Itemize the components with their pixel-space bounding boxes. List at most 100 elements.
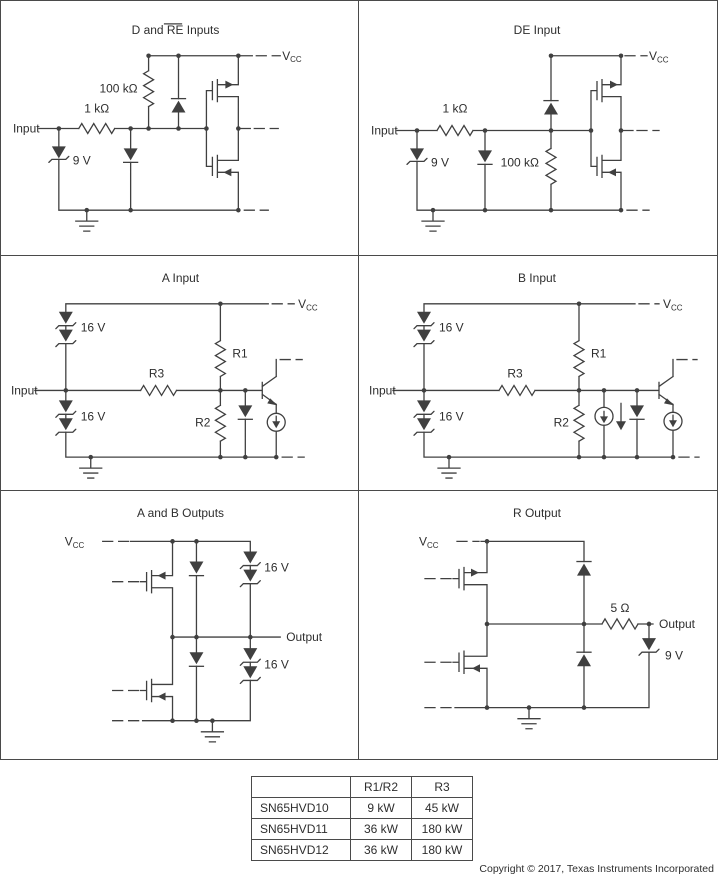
- esd-diode-icon: [170, 97, 187, 113]
- zener-pair-top-icon: [55, 311, 77, 348]
- vcc-label: VCC: [419, 534, 439, 550]
- series-resistor-label: 1 kΩ: [443, 102, 468, 116]
- r3-value: 180 kW: [411, 818, 473, 840]
- schematic-b-input: B Input: [369, 271, 700, 479]
- r2-label: R2: [195, 415, 211, 429]
- zener-diode-icon: [406, 148, 428, 166]
- npn-transistor-icon: [664, 398, 674, 406]
- panel-r-output: R Output VCC 5 Ω Output: [359, 491, 717, 759]
- r3-label: R3: [507, 367, 523, 381]
- r3-label: R3: [149, 366, 165, 380]
- table-row: SN65HVD10 9 kW 45 kW: [251, 797, 473, 819]
- zener-top-label: 16 V: [439, 321, 464, 335]
- zener-label: 9 V: [665, 648, 683, 662]
- output-label: Output: [286, 630, 323, 644]
- schematic-grid: D and RE Inputs VCC Input: [0, 0, 718, 760]
- mosfet-arrow-icons: [608, 80, 618, 177]
- schematic-r-output: R Output VCC 5 Ω Output: [419, 506, 696, 730]
- emitter-arrow-icon: [267, 398, 278, 406]
- vcc-label: VCC: [282, 49, 302, 64]
- title-part2-re: RE: [167, 23, 184, 37]
- vcc-label: VCC: [663, 297, 683, 312]
- mosfet-arrow-icons: [471, 568, 480, 673]
- panel-a-b-outputs: A and B Outputs: [1, 491, 359, 759]
- vcc-label: VCC: [65, 534, 85, 550]
- panel-title: B Input: [518, 271, 557, 285]
- pmos-arrow-icon: [157, 571, 166, 580]
- series-resistor-label: 1 kΩ: [84, 102, 109, 116]
- circuit-wires: [424, 540, 654, 730]
- nmos-arrow-icon: [223, 168, 232, 177]
- diode-icon: [629, 405, 645, 420]
- panel-d-re-inputs: D and RE Inputs VCC Input: [1, 1, 359, 256]
- emitter-arrow-icon: [664, 398, 674, 406]
- pulldown-resistor-label: 100 kΩ: [501, 155, 539, 169]
- part-value-table: R1/R2 R3 SN65HVD10 9 kW 45 kW SN65HVD11 …: [251, 776, 473, 861]
- zener-diode-icon: [638, 638, 660, 656]
- current-source-icon: [266, 412, 286, 432]
- table-row: SN65HVD11 36 kW 180 kW: [251, 818, 473, 840]
- mosfet-arrow-icons: [157, 571, 166, 701]
- panel-title: D and RE Inputs: [132, 23, 220, 37]
- vcc-label: VCC: [298, 297, 318, 312]
- circuit-wires: [102, 540, 281, 743]
- diode-bottom-icon: [576, 651, 592, 667]
- panel-title: A Input: [162, 271, 200, 285]
- input-label: Input: [371, 123, 398, 137]
- output-label: Output: [659, 617, 696, 631]
- vcc-sub: CC: [657, 55, 669, 64]
- r1-label: R1: [232, 347, 248, 361]
- part-number: SN65HVD11: [251, 818, 351, 840]
- r1r2-value: 9 kW: [350, 797, 412, 819]
- vcc-v: V: [282, 49, 290, 63]
- diode-icon: [123, 148, 139, 164]
- r3-value: 45 kW: [411, 797, 473, 819]
- zener-label: 9 V: [431, 155, 449, 169]
- r2-label: R2: [554, 415, 570, 429]
- zener-bottom-label: 16 V: [264, 657, 289, 671]
- junction-dots: [170, 539, 253, 724]
- vcc-sub: CC: [290, 55, 302, 64]
- table-header-r3: R3: [411, 776, 473, 798]
- diode-icon: [477, 150, 493, 166]
- body-diode-top-icon: [188, 561, 205, 577]
- r1r2-value: 36 kW: [350, 839, 412, 861]
- r1-label: R1: [591, 347, 607, 361]
- npn-transistor-icon: [267, 398, 278, 406]
- mosfet-arrow-icons: [223, 80, 234, 177]
- panel-b-input: B Input: [359, 256, 717, 491]
- panel-title: A and B Outputs: [137, 506, 224, 520]
- pullup-resistor-label: 100 kΩ: [99, 82, 137, 96]
- circuit-wires: [392, 303, 700, 479]
- pmos-arrow-icon: [225, 80, 234, 89]
- zener-bottom-label: 16 V: [439, 409, 464, 423]
- diode-top-icon: [576, 560, 592, 576]
- title-part1: D and: [132, 23, 167, 37]
- junction-dots: [484, 539, 652, 710]
- panel-a-input: A Input: [1, 256, 359, 491]
- schematic-a-input: A Input: [11, 271, 318, 479]
- body-diode-bottom-icon: [188, 652, 205, 667]
- zener-pair-bottom-icon: [55, 400, 77, 436]
- junction-dots: [414, 53, 624, 213]
- table-header-row: R1/R2 R3: [251, 776, 473, 798]
- zener-label: 9 V: [73, 153, 91, 167]
- vcc-sub: CC: [427, 541, 439, 550]
- nmos-arrow-icon: [157, 692, 166, 701]
- current-direction-arrow-icon: [616, 421, 626, 431]
- vcc-v: V: [649, 49, 657, 63]
- esd-diode-icon: [543, 99, 559, 115]
- r1r2-value: 36 kW: [350, 818, 412, 840]
- vcc-sub: CC: [671, 303, 683, 312]
- table-header-blank: [251, 776, 351, 798]
- vcc-sub: CC: [73, 541, 85, 550]
- input-label: Input: [369, 383, 396, 397]
- zener-pair-top-icon: [413, 311, 435, 348]
- schematic-d-re-inputs: D and RE Inputs VCC Input: [13, 23, 302, 232]
- r3-value: 180 kW: [411, 839, 473, 861]
- vcc-v: V: [663, 297, 671, 311]
- current-source-2-icon: [663, 411, 683, 431]
- pmos-arrow-icon: [471, 568, 479, 577]
- pmos-arrow-icon: [610, 80, 618, 89]
